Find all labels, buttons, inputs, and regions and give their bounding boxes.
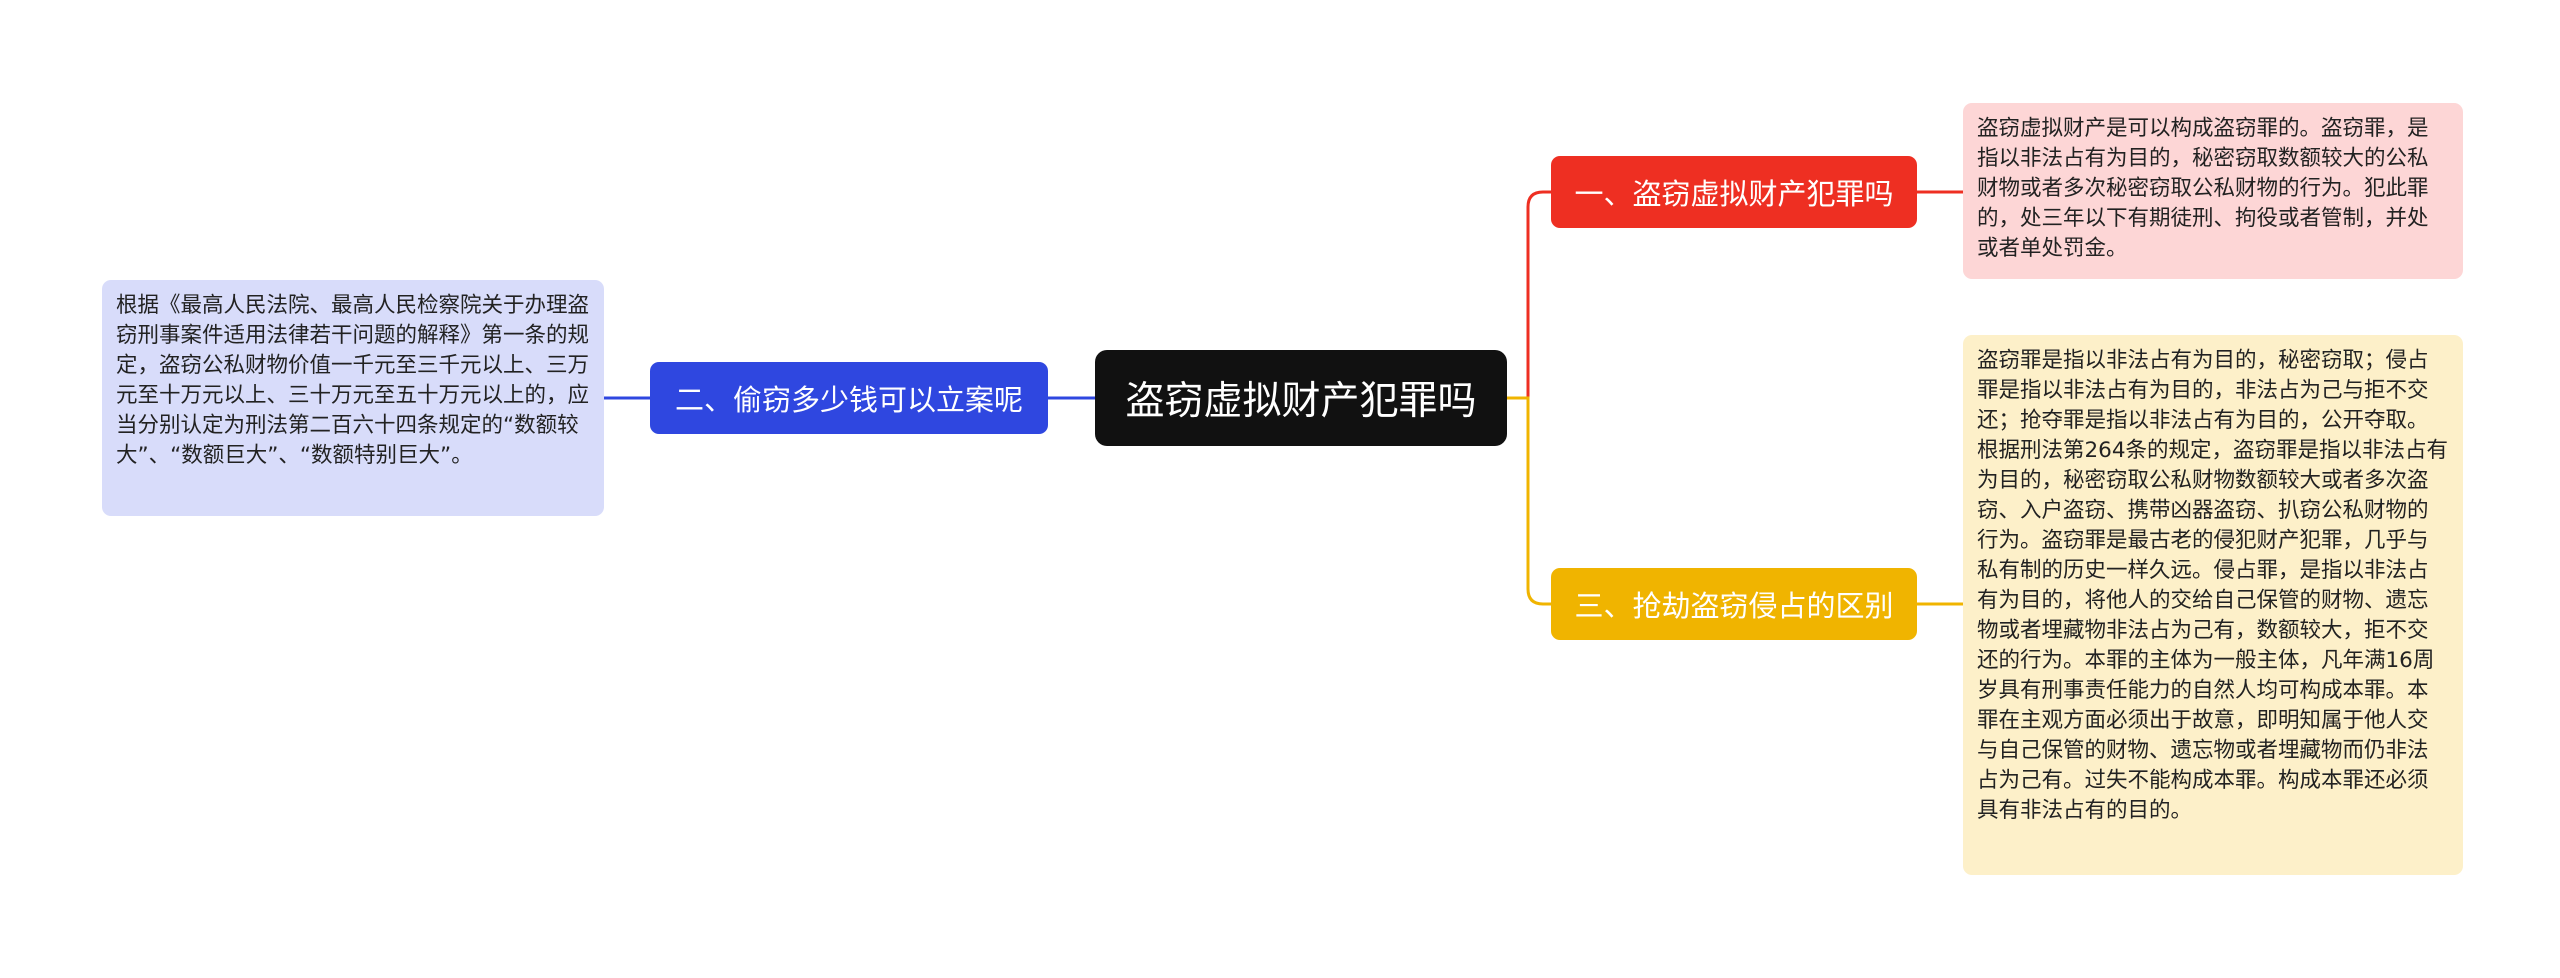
branch-topic-1-label: 一、盗窃虚拟财产犯罪吗 <box>1574 177 1894 211</box>
branch-2-detail-text: 根据《最高人民法院、最高人民检察院关于办理盗窃刑事案件适用法律若干问题的解释》第… <box>116 293 590 468</box>
branch-1-detail-note[interactable]: 盗窃虚拟财产是可以构成盗窃罪的。盗窃罪，是指以非法占有为目的，秘密窃取数额较大的… <box>1963 103 2463 279</box>
branch-topic-3[interactable]: 三、抢劫盗窃侵占的区别 <box>1551 568 1917 640</box>
branch-1-detail-text: 盗窃虚拟财产是可以构成盗窃罪的。盗窃罪，是指以非法占有为目的，秘密窃取数额较大的… <box>1977 116 2429 261</box>
root-topic-label: 盗窃虚拟财产犯罪吗 <box>1125 379 1477 424</box>
branch-topic-2[interactable]: 二、偷窃多少钱可以立案呢 <box>650 362 1048 434</box>
branch-topic-2-label: 二、偷窃多少钱可以立案呢 <box>674 383 1023 417</box>
root-topic[interactable]: 盗窃虚拟财产犯罪吗 <box>1095 350 1507 446</box>
branch-topic-1[interactable]: 一、盗窃虚拟财产犯罪吗 <box>1551 156 1917 228</box>
branch-2-detail-note[interactable]: 根据《最高人民法院、最高人民检察院关于办理盗窃刑事案件适用法律若干问题的解释》第… <box>102 280 604 516</box>
branch-3-detail-note[interactable]: 盗窃罪是指以非法占有为目的，秘密窃取；侵占罪是指以非法占有为目的，非法占为己与拒… <box>1963 335 2463 875</box>
branch-3-detail-text: 盗窃罪是指以非法占有为目的，秘密窃取；侵占罪是指以非法占有为目的，非法占为己与拒… <box>1977 348 2449 823</box>
branch-topic-3-label: 三、抢劫盗窃侵占的区别 <box>1574 589 1894 623</box>
connector-root-branch-3 <box>1507 396 1551 606</box>
connector-root-branch-1 <box>1507 190 1551 400</box>
